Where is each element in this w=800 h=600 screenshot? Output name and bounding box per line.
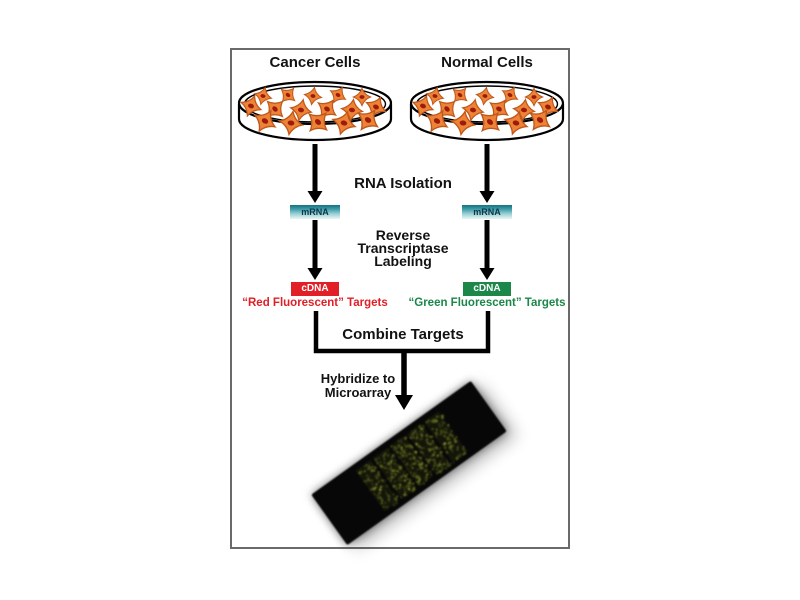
mrna-box-cancer: mRNA [290,205,340,219]
cdna-box-red: cDNA [291,282,339,296]
cancer-cells-label: Cancer Cells [269,54,361,71]
cdna-box-green: cDNA [463,282,511,296]
reverse-line-1: Reverse [375,227,431,243]
reverse-line-2: Transcriptase [357,240,449,256]
mrna-box-normal: mRNA [462,205,512,219]
hybridize-line-2: Microarray [324,385,392,400]
red-fluorescent-targets-label: “Red Fluorescent” Targets [242,297,388,309]
normal-dish-icon [408,80,565,142]
petri-dishes-illustration [236,80,565,142]
rna-isolation-label: RNA Isolation [354,175,452,192]
reverse-line-3: Labeling [374,253,432,269]
cancer-dish-icon [236,80,393,142]
normal-cells-label: Normal Cells [441,54,533,71]
green-fluorescent-targets-label: “Green Fluorescent” Targets [408,297,566,309]
hybridize-line-1: Hybridize to [320,371,396,386]
combine-targets-label: Combine Targets [342,326,464,343]
